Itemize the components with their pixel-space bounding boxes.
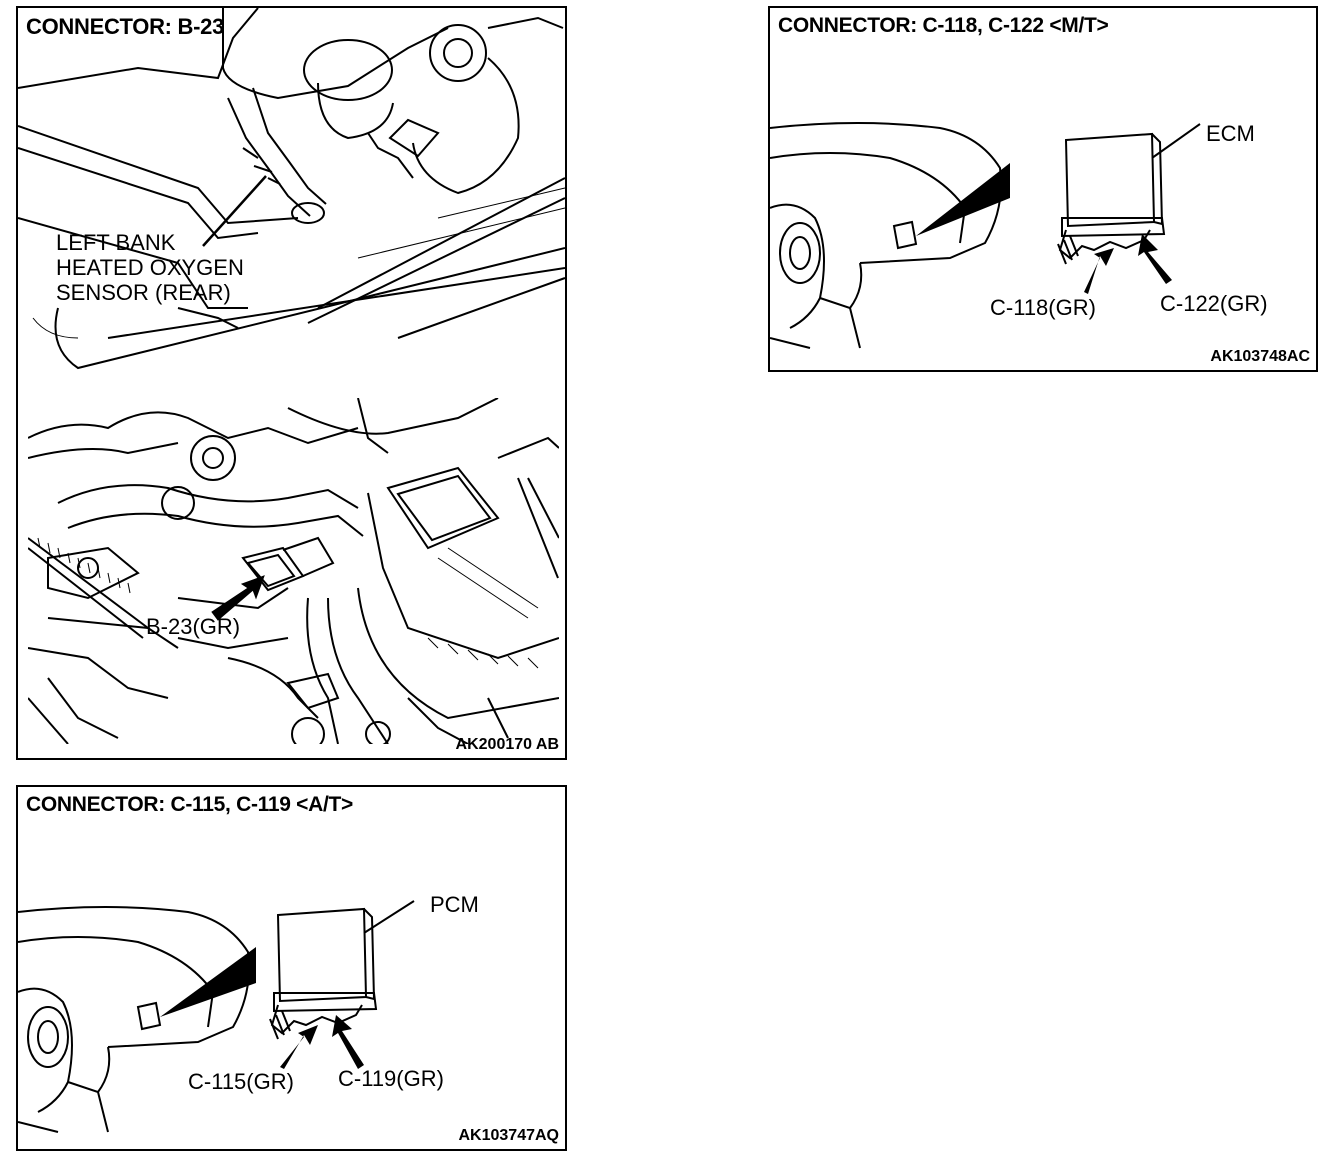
connector-c118-c122-panel: CONNECTOR: C-118, C-122 <M/T>: [768, 6, 1318, 372]
sensor-label-line2: HEATED OXYGEN: [56, 255, 244, 280]
pcm-label: PCM: [430, 892, 479, 917]
figure-id: AK103747AQ: [458, 1127, 560, 1144]
figure-id: AK103748AC: [1210, 348, 1310, 365]
c119-connector-label: C-119(GR): [338, 1066, 444, 1091]
engine-bay-illustration: [28, 398, 559, 744]
b23-connector-label: B-23(GR): [146, 614, 241, 639]
c122-connector-label: C-122(GR): [1160, 291, 1268, 316]
connector-b23-panel: CONNECTOR: B-23: [16, 6, 567, 760]
figure-id: AK200170 AB: [455, 736, 559, 753]
panel-title: CONNECTOR: C-118, C-122 <M/T>: [778, 14, 1109, 37]
ecm-location-illustration: [770, 122, 1201, 349]
connector-c115-c119-panel: CONNECTOR: C-115, C-119 <A/T>: [16, 785, 567, 1151]
engine-bay-frame: B-23(GR): [28, 398, 559, 744]
pcm-location-illustration: [18, 900, 415, 1133]
sensor-label-line3: SENSOR (REAR): [56, 280, 231, 305]
sensor-label-line1: LEFT BANK: [56, 230, 176, 255]
ecm-label: ECM: [1206, 121, 1255, 146]
panel-title: CONNECTOR: C-115, C-119 <A/T>: [26, 793, 354, 816]
c115-connector-label: C-115(GR): [188, 1069, 294, 1094]
oxygen-sensor-illustration: [18, 8, 565, 370]
panel-title: CONNECTOR: B-23: [26, 14, 225, 39]
c118-connector-label: C-118(GR): [990, 295, 1096, 320]
